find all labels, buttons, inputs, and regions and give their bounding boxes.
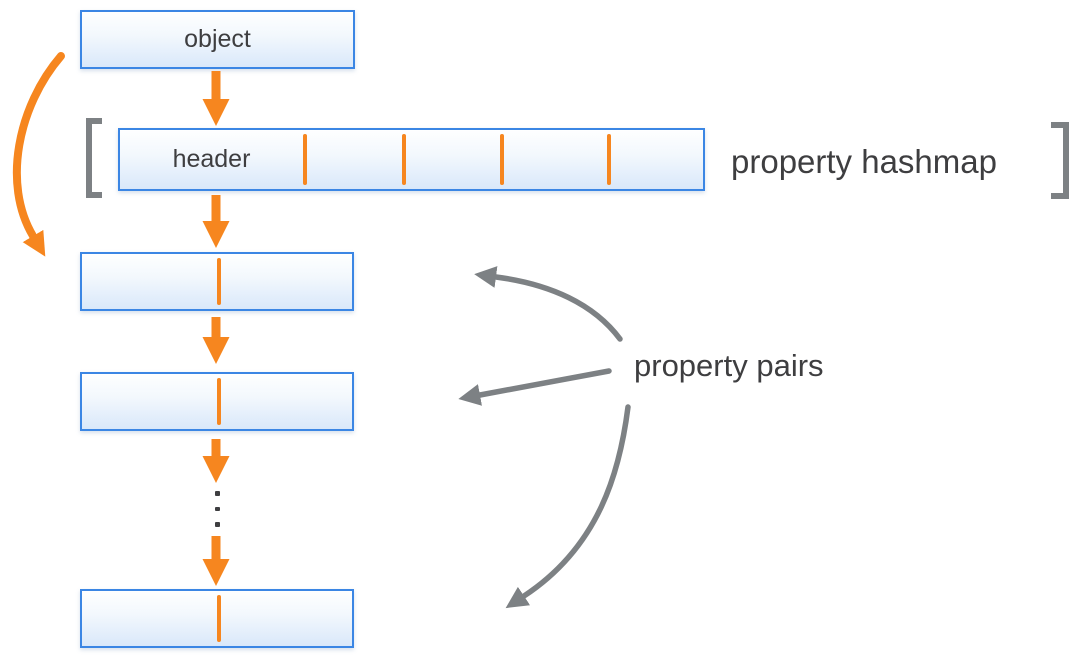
curved-arrow-object-to-pairs-icon	[12, 52, 65, 257]
bracket-left-icon	[86, 118, 102, 198]
hashmap-cell-divider	[607, 134, 611, 185]
ellipsis-dot	[215, 522, 220, 527]
property-pair-box-2	[80, 372, 354, 431]
ellipsis-dots	[215, 491, 220, 527]
header-label: header	[172, 145, 251, 173]
gray-annotation-arrows	[458, 266, 631, 609]
object-box: object	[80, 10, 355, 69]
property-hashmap-label: property hashmap	[731, 143, 997, 180]
property-pair-box-3	[80, 589, 354, 648]
arrow-label-to-pair2-icon	[458, 368, 612, 406]
ellipsis-dot	[215, 506, 220, 511]
property-pairs-label: property pairs	[634, 348, 824, 383]
property-pair-box-1	[80, 252, 354, 311]
ellipsis-dot	[215, 491, 220, 496]
hashmap-cell-divider	[402, 134, 406, 185]
hashmap-header-box: header	[118, 128, 705, 191]
pair-cell-divider	[217, 258, 221, 305]
arrow-label-to-pair1-icon	[474, 266, 623, 342]
pair-cell-divider	[217, 595, 221, 642]
header-label-wrap: header	[120, 130, 303, 189]
pair-cell-divider	[217, 378, 221, 425]
object-label: object	[184, 25, 251, 53]
bracket-right-icon	[1051, 122, 1069, 199]
arrow-label-to-pair3-icon	[505, 404, 631, 609]
hashmap-cell-divider	[303, 134, 307, 185]
hashmap-cell-divider	[500, 134, 504, 185]
